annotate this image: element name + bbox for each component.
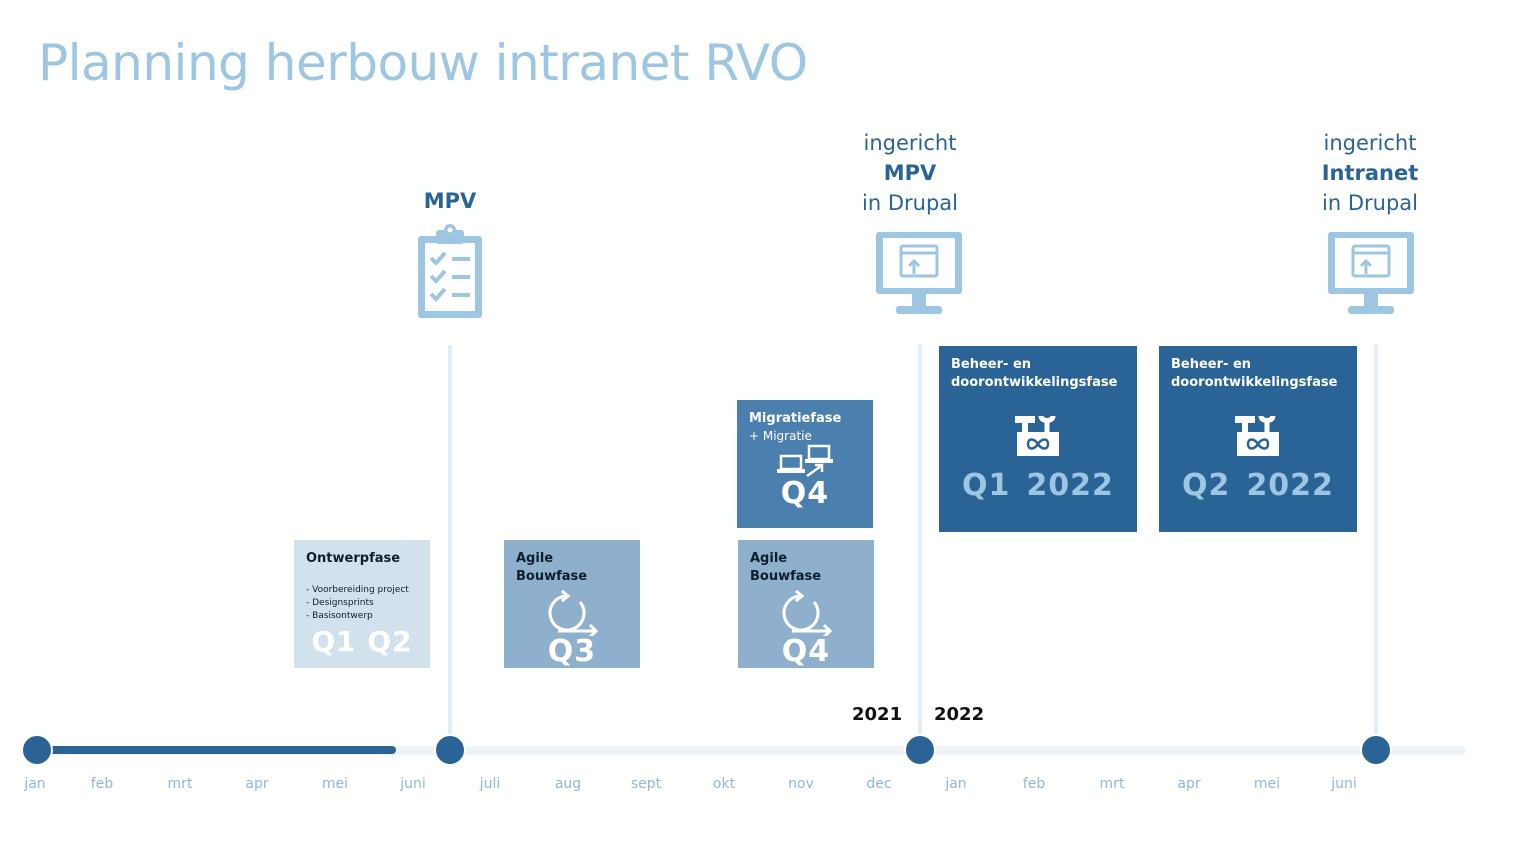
timeline-dot-intranet-drupal <box>1360 734 1392 766</box>
phase-ontwerp-box: Ontwerpfase - Voorbereiding project - De… <box>294 540 430 668</box>
month-label: juni <box>400 776 426 792</box>
milestone-intranet-drupal-line2: Intranet <box>1321 161 1419 185</box>
milestone-mpv-drupal-line2: MPV <box>883 161 937 185</box>
phase-ontwerp-item: - Voorbereiding project <box>306 585 409 595</box>
phase-migratie-sub: + Migratie <box>749 429 812 443</box>
phase-beheer-q1-title-line1: Beheer- en <box>951 357 1032 372</box>
month-label: nov <box>788 776 814 792</box>
milestone-intranet-drupal-label: ingericht Intranet in Drupal <box>1310 128 1430 218</box>
month-label: dec <box>866 776 892 792</box>
phase-migratie-title: Migratiefase <box>749 411 842 426</box>
month-label: aug <box>554 776 582 792</box>
cycle-arrow-icon <box>750 589 862 640</box>
month-label: mrt <box>167 776 193 792</box>
phase-ontwerp-item: - Basisontwerp <box>306 611 373 621</box>
milestone-mpv-drupal-line3: in Drupal <box>862 191 958 215</box>
phase-agile-q4-box: Agile Bouwfase Q4 <box>738 540 874 669</box>
timeline-dot-mpv <box>434 734 466 766</box>
phase-agile-q4-title: Agile Bouwfase <box>750 551 822 584</box>
phase-migratie-box: Migratiefase + Migratie Q4 <box>737 400 873 528</box>
phase-ontwerp-q1: Q1 <box>311 625 357 658</box>
cycle-arrow-icon <box>516 589 628 640</box>
milestone-intranet-drupal-line1: ingericht <box>1323 131 1417 155</box>
month-label: jan <box>945 776 967 792</box>
month-label: mei <box>321 776 349 792</box>
timeline-track <box>24 746 1466 755</box>
phase-agile-q3-title: Agile Bouwfase <box>516 551 588 584</box>
monitor-upload-icon <box>874 230 964 320</box>
phase-beheer-q1-quarter: Q1 <box>962 468 1011 503</box>
month-label: mrt <box>1099 776 1125 792</box>
month-label: jan <box>24 776 46 792</box>
phase-ontwerp-q2: Q2 <box>367 625 413 658</box>
phase-migratie-quarter: Q4 <box>780 476 830 511</box>
phase-beheer-q2-quarter: Q2 <box>1182 468 1231 503</box>
toolbox-infinity-icon <box>951 412 1125 462</box>
page-title: Planning herbouw intranet RVO <box>38 34 808 92</box>
year-label-2021: 2021 <box>852 704 903 725</box>
phase-beheer-q2-box: Beheer- en doorontwikkelingsfase Q2 2022 <box>1159 346 1357 532</box>
month-label: apr <box>245 776 269 792</box>
phase-agile-q4-quarter: Q4 <box>781 634 831 669</box>
timeline-dot-mpv-drupal <box>904 734 936 766</box>
month-label: mei <box>1253 776 1281 792</box>
milestone-line-mpv <box>448 345 452 745</box>
milestone-mpv-label: MPV <box>400 186 500 216</box>
phase-beheer-q1-year: 2022 <box>1026 468 1114 503</box>
phase-beheer-q2-year: 2022 <box>1246 468 1334 503</box>
monitor-upload-icon <box>1326 230 1416 320</box>
phase-ontwerp-item: - Designsprints <box>306 598 374 608</box>
phase-beheer-q1-title-line2: doorontwikkelingsfase <box>951 375 1118 390</box>
phase-beheer-q1-box: Beheer- en doorontwikkelingsfase Q1 2022 <box>939 346 1137 532</box>
milestone-mpv-drupal-line1: ingericht <box>863 131 957 155</box>
month-label: juli <box>479 776 501 792</box>
phase-beheer-q2-title-line1: Beheer- en <box>1171 357 1252 372</box>
month-label: apr <box>1177 776 1201 792</box>
month-label: okt <box>712 776 736 792</box>
clipboard-checklist-icon <box>414 222 486 326</box>
month-label: feb <box>1022 776 1046 792</box>
month-label: juni <box>1331 776 1357 792</box>
milestone-mpv-drupal-label: ingericht MPV in Drupal <box>850 128 970 218</box>
year-label-2022: 2022 <box>934 704 985 725</box>
month-label: feb <box>90 776 114 792</box>
milestone-intranet-drupal-line3: in Drupal <box>1322 191 1418 215</box>
milestone-mpv-text: MPV <box>423 189 477 213</box>
milestone-line-intranet-drupal <box>1374 345 1378 745</box>
milestone-line-mpv-drupal <box>918 345 922 745</box>
phase-agile-q3-quarter: Q3 <box>547 634 597 669</box>
month-label: sept <box>630 776 662 792</box>
phase-beheer-q2-title-line2: doorontwikkelingsfase <box>1171 375 1338 390</box>
phase-agile-q3-box: Agile Bouwfase Q3 <box>504 540 640 669</box>
phase-ontwerp-title: Ontwerpfase <box>306 551 401 566</box>
timeline-progress <box>36 746 396 754</box>
timeline-dot-start <box>21 734 53 766</box>
laptops-transfer-icon <box>749 444 861 482</box>
toolbox-infinity-icon <box>1171 412 1345 462</box>
